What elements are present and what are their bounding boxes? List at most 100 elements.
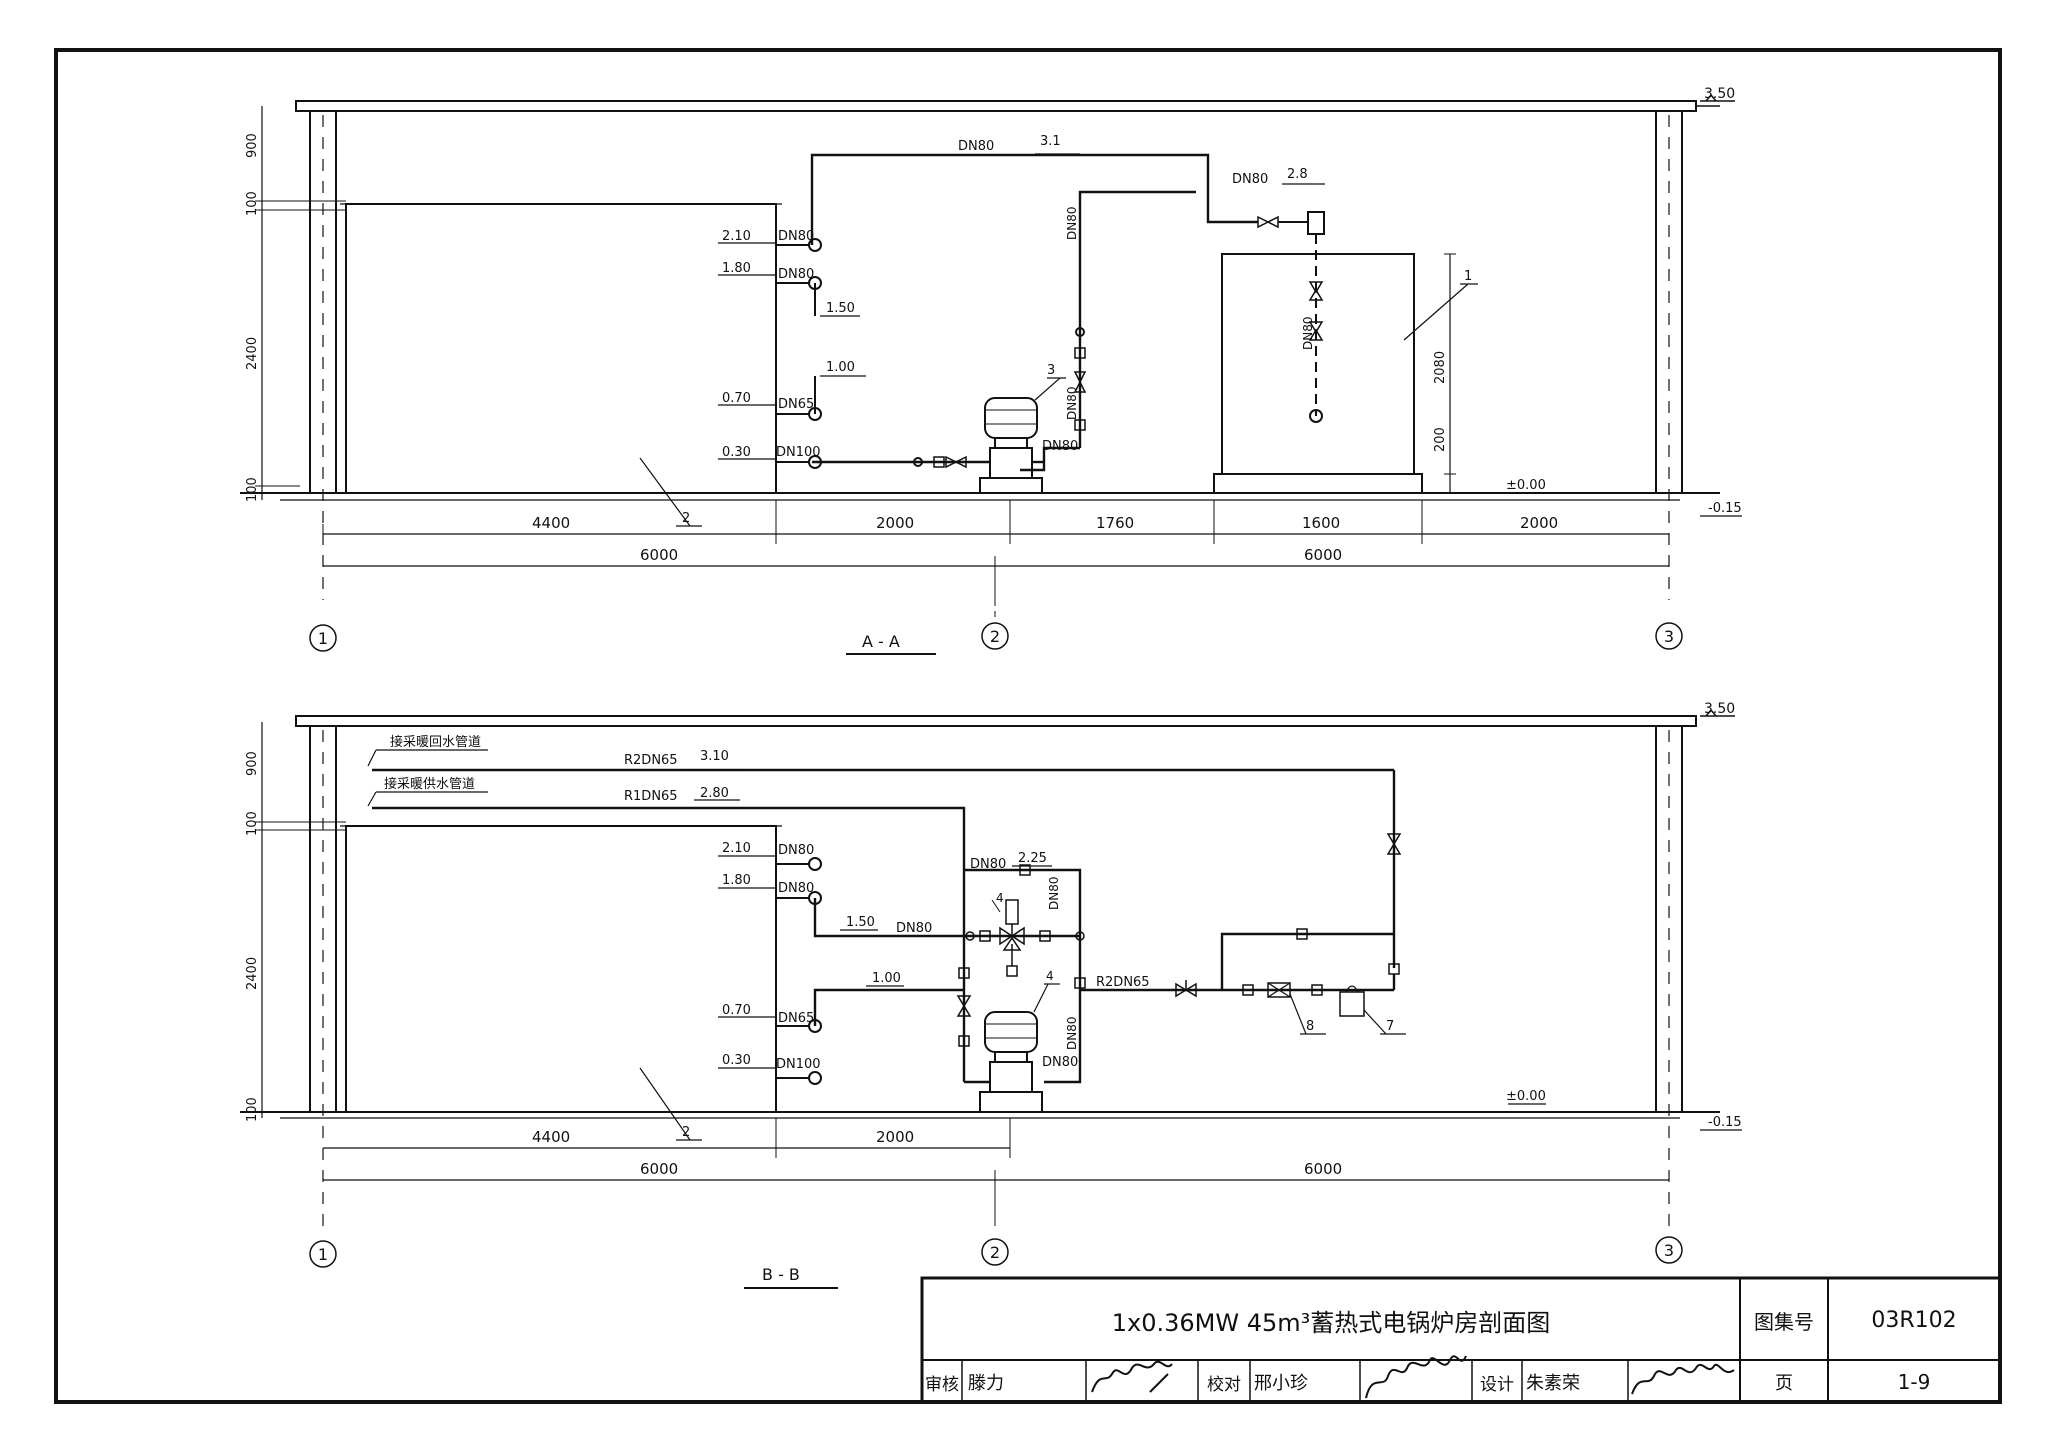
marker-4b-bb: 4 <box>1046 969 1054 983</box>
axis-bubbles-bb: 1 2 3 <box>309 1236 1683 1268</box>
marker-4a-bb: 4 <box>996 891 1004 905</box>
svg-text:2.10: 2.10 <box>722 229 751 244</box>
axis-2-aa: 2 <box>990 627 1000 646</box>
expansion-7-bb <box>1339 991 1365 1017</box>
svg-text:4400: 4400 <box>532 514 570 532</box>
design-label: 设计 <box>1480 1374 1514 1395</box>
svg-text:0.30: 0.30 <box>722 1053 751 1068</box>
return-note-bb: 接采暖回水管道 <box>390 734 481 750</box>
marker-7-bb: 7 <box>1386 1019 1394 1034</box>
svg-text:DN80: DN80 <box>970 857 1006 872</box>
svg-text:2080: 2080 <box>1433 351 1448 384</box>
section-bb: 3.50 900 100 2400 100 接采暖回水管道 R2DN65 3.1… <box>240 701 1742 1289</box>
axis-bubbles-aa: 1 2 3 <box>309 600 1683 652</box>
axis-2-bb: 2 <box>990 1243 1000 1262</box>
design-name: 朱素荣 <box>1526 1373 1580 1394</box>
outside-elev-bb: -0.15 <box>1708 1115 1742 1130</box>
axis-3-aa: 3 <box>1664 627 1674 646</box>
svg-text:1.80: 1.80 <box>722 261 751 276</box>
svg-text:6000: 6000 <box>1304 546 1342 564</box>
svg-text:2000: 2000 <box>876 1128 914 1146</box>
svg-text:DN65: DN65 <box>778 397 814 412</box>
svg-text:DN80: DN80 <box>1301 317 1315 351</box>
svg-text:1.50: 1.50 <box>826 301 855 316</box>
svg-text:6000: 6000 <box>640 1160 678 1178</box>
vdim-100-bb: 100 <box>245 811 260 836</box>
svg-text:1760: 1760 <box>1096 514 1134 532</box>
svg-text:2.25: 2.25 <box>1018 851 1047 866</box>
page-number: 1-9 <box>1897 1370 1931 1394</box>
svg-text:DN80: DN80 <box>1065 1017 1079 1051</box>
vdim-900-bb: 900 <box>245 751 260 776</box>
vdim-100-aa: 100 <box>245 191 260 216</box>
drawing-title: 1x0.36MW 45m³蓄热式电锅炉房剖面图 <box>1111 1308 1551 1337</box>
vdim-2400-bb: 2400 <box>245 957 260 990</box>
svg-text:1.50: 1.50 <box>846 915 875 930</box>
svg-text:0.70: 0.70 <box>722 1003 751 1018</box>
svg-text:1600: 1600 <box>1302 514 1340 532</box>
section-caption-bb: B - B <box>762 1265 800 1284</box>
svg-text:6000: 6000 <box>1304 1160 1342 1178</box>
marker-2-bb: 2 <box>682 1125 690 1140</box>
atlas-number: 03R102 <box>1871 1307 1957 1333</box>
filter-8-bb <box>1267 982 1291 998</box>
section-caption-aa: A - A <box>862 632 900 651</box>
svg-text:DN80: DN80 <box>1065 207 1079 241</box>
vdim-2400-aa: 2400 <box>245 337 260 370</box>
svg-text:1.00: 1.00 <box>872 971 901 986</box>
electric-boiler-aa: DN80 1 2080 200 <box>1213 234 1478 494</box>
svg-text:2000: 2000 <box>1520 514 1558 532</box>
svg-text:DN65: DN65 <box>778 1011 814 1026</box>
svg-text:R2DN65: R2DN65 <box>624 753 678 768</box>
svg-text:R2DN65: R2DN65 <box>1096 975 1150 990</box>
vdim-100b-bb: 100 <box>245 1097 260 1122</box>
pump-motor-aa <box>984 397 1038 439</box>
svg-text:1.80: 1.80 <box>722 873 751 888</box>
axis-3-bb: 3 <box>1664 1241 1674 1260</box>
vdim-900-aa: 900 <box>245 133 260 158</box>
check-name: 邢小珍 <box>1254 1373 1308 1394</box>
svg-text:DN80: DN80 <box>1232 172 1268 187</box>
svg-text:6000: 6000 <box>640 546 678 564</box>
svg-text:0.70: 0.70 <box>722 391 751 406</box>
svg-text:3.10: 3.10 <box>700 749 729 764</box>
storage-tank-aa <box>345 203 777 494</box>
outlet-line-bb: R2DN65 8 7 <box>1080 928 1406 1035</box>
hdims-row2-aa: 6000 6000 <box>323 546 1669 600</box>
roof-slab-aa <box>295 100 1697 112</box>
floor-elev-aa: ±0.00 <box>1506 478 1546 493</box>
vdim-100b-aa: 100 <box>245 477 260 502</box>
axis-1-aa: 1 <box>318 629 328 648</box>
marker-8-bb: 8 <box>1306 1019 1314 1034</box>
svg-text:DN80: DN80 <box>778 843 814 858</box>
roof-elev-bb: 3.50 <box>1704 701 1735 717</box>
storage-tank-bb <box>345 825 777 1113</box>
svg-text:2.8: 2.8 <box>1287 167 1308 182</box>
svg-text:DN80: DN80 <box>1065 387 1079 421</box>
top-pipe-aa: DN80 3.1 DN80 2.8 <box>810 134 1325 245</box>
marker-1-aa: 1 <box>1464 269 1472 284</box>
svg-text:1.00: 1.00 <box>826 360 855 375</box>
svg-text:DN80: DN80 <box>778 881 814 896</box>
atlas-label: 图集号 <box>1754 1309 1814 1334</box>
svg-text:3.1: 3.1 <box>1040 134 1061 149</box>
svg-text:DN80: DN80 <box>1042 439 1078 454</box>
svg-text:R1DN65: R1DN65 <box>624 789 678 804</box>
svg-text:DN100: DN100 <box>776 1057 821 1072</box>
tank-nozzles-bb: 2.10 1.80 0.70 0.30 DN80 DN80 DN65 DN100… <box>718 841 964 1085</box>
signature-review <box>1091 1360 1173 1393</box>
svg-text:2000: 2000 <box>876 514 914 532</box>
svg-text:DN80: DN80 <box>778 267 814 282</box>
pump-motor-bb <box>984 1011 1038 1053</box>
marker-2-aa: 2 <box>682 511 690 526</box>
svg-text:DN80: DN80 <box>896 921 932 936</box>
hdims-row1-bb: 4400 2000 <box>323 1118 1011 1158</box>
hdims-row1-aa: 4400 2000 1760 1600 2000 <box>322 500 1669 544</box>
signature-design <box>1631 1363 1735 1395</box>
hdims-row2-bb: 6000 6000 <box>323 1160 1669 1226</box>
svg-text:DN80: DN80 <box>778 229 814 244</box>
pump-riser-aa: DN80 DN80 DN80 <box>1020 190 1196 472</box>
roof-slab-bb <box>295 715 1697 727</box>
pump-station-bb: DN80 2.25 DN80 4 DN80 DN80 <box>956 851 1086 1113</box>
pump-aa: 3 <box>812 363 1066 494</box>
